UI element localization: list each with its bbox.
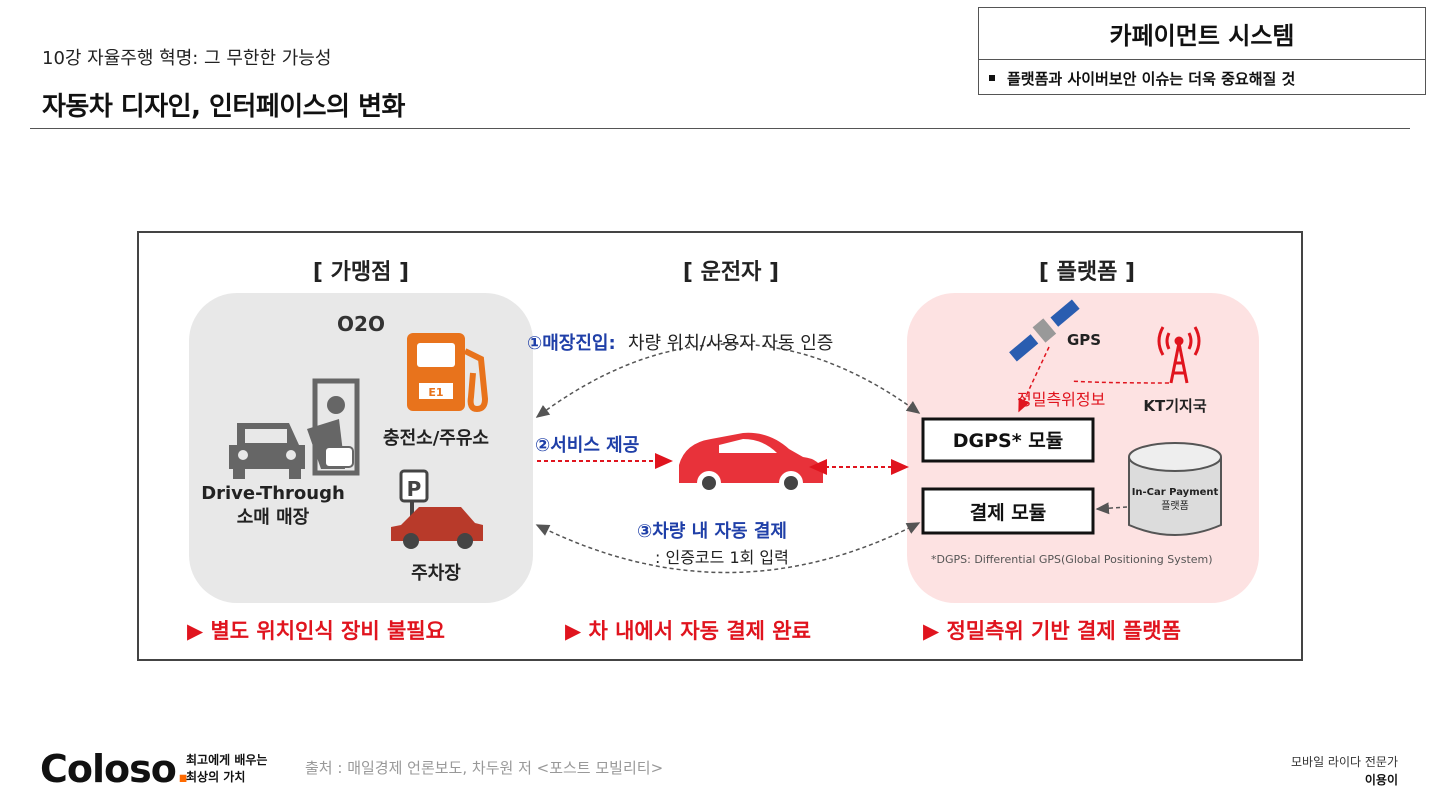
satellite-icon xyxy=(1009,299,1080,362)
conclusion-right: ▶ 정밀측위 기반 결제 플랫폼 xyxy=(923,619,1181,643)
payment-arrow xyxy=(535,522,921,574)
pump-tag: E1 xyxy=(428,386,443,399)
incar-label-2: 플랫폼 xyxy=(1161,500,1189,512)
coloso-logo[interactable]: Coloso. xyxy=(40,747,190,791)
drive-through-icon xyxy=(229,378,360,479)
diagram-canvas: [ 가맹점 ] [ 운전자 ] [ 플랫폼 ] O2O E1 충전소/주유소 D… xyxy=(187,260,1259,643)
logo-dot: . xyxy=(175,747,190,791)
footer-tagline: 최고에게 배우는 최상의 가치 xyxy=(186,752,267,786)
drive-through-label-2: 소매 매장 xyxy=(237,507,310,528)
kt-signal-line xyxy=(1070,380,1170,384)
source-citation: 출처 : 매일경제 언론보도, 차두원 저 <포스트 모빌리티> xyxy=(305,759,664,777)
platform-title: [ 플랫폼 ] xyxy=(1039,260,1135,285)
car-payment-diagram: [ 가맹점 ] [ 운전자 ] [ 플랫폼 ] O2O E1 충전소/주유소 D… xyxy=(137,231,1303,661)
platform-to-payment-arrow xyxy=(1095,502,1128,515)
parking-label: 주차장 xyxy=(411,563,461,584)
author-info: 모바일 라이다 전문가 이용이 xyxy=(1291,753,1398,789)
lecture-subtitle: 10강 자율주행 혁명: 그 무한한 가능성 xyxy=(42,48,332,69)
driver-title: [ 운전자 ] xyxy=(683,260,779,285)
step3-label: ③차량 내 자동 결제 xyxy=(637,521,787,542)
step1-bold: ①매장진입: xyxy=(527,332,616,354)
header-divider xyxy=(30,128,1410,129)
author-name: 이용이 xyxy=(1364,773,1398,787)
gps-label: GPS xyxy=(1067,331,1101,349)
o2o-label: O2O xyxy=(337,312,385,336)
step1-rest: 차량 위치/사용자 자동 인증 xyxy=(628,333,833,354)
payment-module-box xyxy=(921,487,1095,535)
topic-box: 카페이먼트 시스템 플랫폼과 사이버보안 이슈는 더욱 중요해질 것 xyxy=(978,7,1426,95)
car-icon xyxy=(679,432,823,495)
parking-sign: P xyxy=(407,477,422,501)
page-title: 자동차 디자인, 인터페이스의 변화 xyxy=(42,92,405,122)
merchant-title: [ 가맹점 ] xyxy=(313,260,409,285)
topic-box-bullet: 플랫폼과 사이버보안 이슈는 더욱 중요해질 것 xyxy=(979,60,1425,96)
dgps-footnote: *DGPS: Differential GPS(Global Positioni… xyxy=(931,553,1213,566)
tagline-line-2: 최상의 가치 xyxy=(186,770,246,784)
parking-icon xyxy=(391,469,483,549)
author-role: 모바일 라이다 전문가 xyxy=(1291,755,1398,769)
precise-info-label: 정밀측위정보 xyxy=(1017,390,1105,409)
dgps-module-label: DGPS* 모듈 xyxy=(953,430,1064,452)
incar-label-1: In-Car Payment xyxy=(1132,487,1219,498)
tagline-line-1: 최고에게 배우는 xyxy=(186,753,268,767)
conclusion-center: ▶ 차 내에서 자동 결제 완료 xyxy=(565,619,811,643)
database-icon xyxy=(1128,442,1222,536)
topic-box-title: 카페이먼트 시스템 xyxy=(979,8,1425,60)
step1-label: ①매장진입: 차량 위치/사용자 자동 인증 xyxy=(527,332,833,354)
logo-text: Coloso xyxy=(40,747,177,791)
conclusion-left: ▶ 별도 위치인식 장비 불필요 xyxy=(187,619,445,643)
payment-module-label: 결제 모듈 xyxy=(970,502,1047,524)
drive-through-label-1: Drive-Through xyxy=(201,483,345,504)
topic-box-bullet-text: 플랫폼과 사이버보안 이슈는 더욱 중요해질 것 xyxy=(1007,69,1296,88)
gas-station-label: 충전소/주유소 xyxy=(383,428,489,449)
dgps-module-box xyxy=(921,417,1095,463)
gps-signal-arrow xyxy=(1018,346,1050,413)
cell-tower-icon xyxy=(1157,326,1201,384)
kt-label: KT기지국 xyxy=(1143,397,1206,415)
bullet-square-icon xyxy=(989,75,995,81)
gas-pump-icon xyxy=(407,333,489,413)
step2-label: ②서비스 제공 xyxy=(535,435,639,456)
step3-sub: : 인증코드 1회 입력 xyxy=(655,548,789,567)
entry-arrow xyxy=(535,343,921,418)
